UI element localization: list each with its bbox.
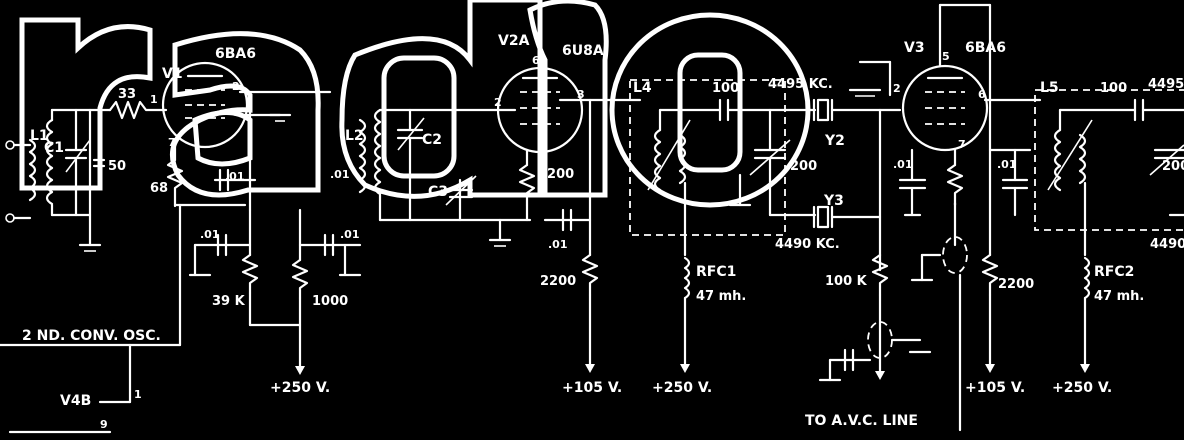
v250c-label: +250 V. — [1052, 380, 1112, 396]
v3-pin5: 5 — [942, 50, 950, 63]
y2-label: Y2 — [824, 133, 845, 149]
v4b-pin9: 9 — [100, 418, 108, 431]
v1-pin2: 2 — [232, 80, 240, 93]
c01a-label: .01 — [225, 170, 245, 183]
v1-label: V1 — [162, 66, 183, 82]
v1-pin1: 1 — [150, 93, 158, 106]
v250b-label: +250 V. — [652, 380, 712, 396]
crystals: 4495 KC. Y2 Y3 4490 KC. — [768, 77, 902, 252]
v4b-pin1: 1 — [134, 388, 142, 401]
tube-v1: V1 6BA6 2 6 7 1 33 68 .01 — [108, 46, 332, 212]
l5-label: L5 — [1040, 80, 1059, 96]
rfc1-label: RFC1 — [696, 264, 736, 280]
c01b-label: .01 — [200, 228, 220, 241]
kc4495a-label: 4495 KC. — [768, 77, 833, 92]
r2200a-label: 2200 — [540, 274, 576, 289]
v3-pin2: 2 — [893, 82, 901, 95]
l2-tuned-circuit: L2 C2 C3 — [345, 108, 532, 247]
l2-label: L2 — [345, 128, 364, 144]
v2a-type: 6U8A — [562, 43, 604, 59]
mh47b-label: 47 mh. — [1094, 289, 1144, 304]
c01e-label: .01 — [893, 158, 913, 171]
tube-v3: V3 6BA6 5 2 6 7 100 K TO A.V.C. LINE .01 — [805, 3, 1042, 432]
v2a-pin3: 3 — [577, 88, 585, 101]
c100b-label: 100 — [1100, 81, 1127, 96]
kc4490a-label: 4490 KC. — [775, 237, 840, 252]
r33-label: 33 — [118, 87, 136, 102]
logo-radio — [19, 0, 811, 208]
r2200b-label: 2200 — [998, 277, 1034, 292]
mh47a-label: 47 mh. — [696, 289, 746, 304]
l5-filter: L5 100 4495 4490 200 RFC2 47 mh. +250 V. — [1034, 77, 1184, 396]
kc4495b-label: 4495 — [1148, 77, 1184, 92]
conv-osc-section: 2 ND. CONV. OSC. V4B 1 9 — [0, 203, 182, 434]
avc-label: TO A.V.C. LINE — [805, 413, 918, 429]
r39k-label: 39 K — [212, 294, 246, 309]
c3-label: C3 — [428, 184, 448, 200]
tube-v2a: V2A 6U8A 6 2 3 1200 .01 2200 +105 V. — [493, 33, 642, 396]
v1-type: 6BA6 — [215, 46, 256, 62]
r68-label: 68 — [150, 181, 168, 196]
conv-osc-label: 2 ND. CONV. OSC. — [22, 328, 161, 344]
v2a-label: V2A — [498, 33, 530, 49]
c01c-label: .01 — [340, 228, 360, 241]
v1-decoupling: .01 39 K .01 1000 +250 V. — [188, 208, 362, 396]
c200b-label: 200 — [1162, 159, 1184, 174]
kc4490b-label: 4490 — [1150, 237, 1184, 252]
v2a-pin6: 6 — [532, 54, 540, 67]
c01d-label: .01 — [548, 238, 568, 251]
l1-label: L1 — [30, 128, 49, 144]
v105a-label: +105 V. — [562, 380, 622, 396]
c100a-label: 100 — [712, 81, 739, 96]
c50-label: 50 — [108, 159, 126, 174]
v3-label: V3 — [904, 40, 925, 56]
v2a-pin2: 2 — [494, 96, 502, 109]
v1-pin7: 7 — [168, 136, 176, 149]
c01f-label: .01 — [997, 158, 1017, 171]
v105b-label: +105 V. — [965, 380, 1025, 396]
v3-pin7: 7 — [958, 138, 966, 151]
l4-label: L4 — [633, 80, 652, 96]
y3-label: Y3 — [823, 193, 844, 209]
rfc2-label: RFC2 — [1094, 264, 1134, 280]
c01g-label: .01 — [330, 168, 350, 181]
input-tuned-circuit: L1 C1 50 — [5, 108, 126, 252]
v250a-label: +250 V. — [270, 380, 330, 396]
r100k-label: 100 K — [825, 274, 868, 289]
c200a-label: 200 — [790, 159, 817, 174]
c2-label: C2 — [422, 132, 442, 148]
v4b-label: V4B — [60, 393, 91, 409]
r1000-label: 1000 — [312, 294, 348, 309]
r1200-label: 1200 — [538, 167, 574, 182]
v3-type: 6BA6 — [965, 40, 1006, 56]
v1-pin6: 6 — [232, 106, 240, 119]
c1-label: C1 — [44, 140, 64, 156]
v3-pin6: 6 — [978, 88, 986, 101]
l4-filter: L4 100 RFC1 47 mh. +250 V. 200 — [629, 79, 817, 396]
